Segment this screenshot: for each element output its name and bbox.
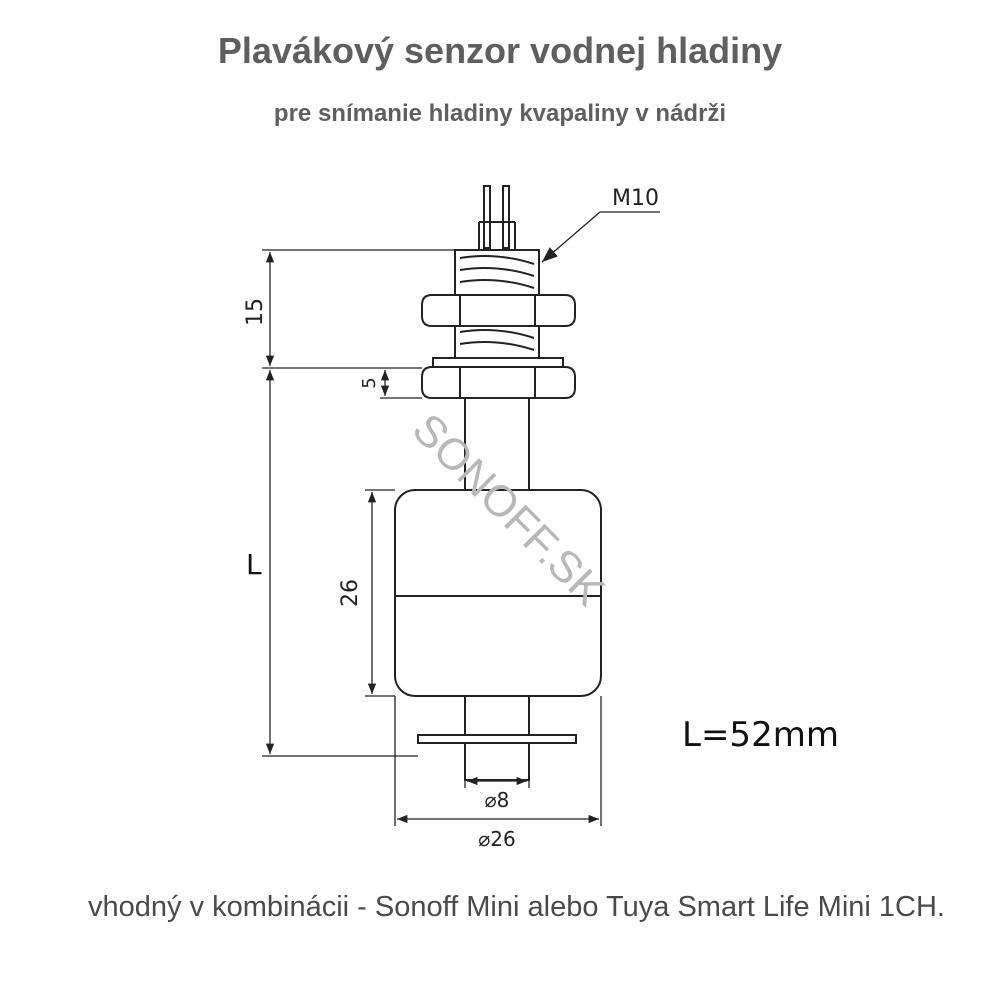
dim-length-label: L	[246, 548, 262, 581]
page-title: Plavákový senzor vodnej hladiny	[217, 30, 783, 71]
float-body	[394, 489, 602, 697]
page-subtitle: pre snímanie hladiny kvapaliny v nádrži	[273, 100, 727, 127]
lower-hex-nut	[421, 366, 576, 399]
dim-nut-label: 5	[359, 377, 380, 388]
footer-note: vhodný v kombinácii - Sonoff Mini alebo …	[88, 891, 945, 923]
dim-stem-diameter-label: ⌀8	[485, 788, 510, 812]
dimension-lines	[262, 211, 660, 826]
length-value-label: L=52mm	[682, 715, 839, 755]
wire-pins	[478, 185, 516, 250]
washer	[432, 357, 564, 368]
dim-top-label: 15	[243, 298, 268, 326]
thread-label: M10	[612, 186, 659, 211]
stem	[464, 397, 530, 491]
retaining-clip	[417, 734, 577, 744]
dim-float-diameter-label: ⌀26	[478, 827, 516, 851]
threaded-rod	[454, 249, 540, 359]
upper-hex-nut	[421, 294, 576, 327]
dim-float-height-label: 26	[338, 579, 363, 607]
